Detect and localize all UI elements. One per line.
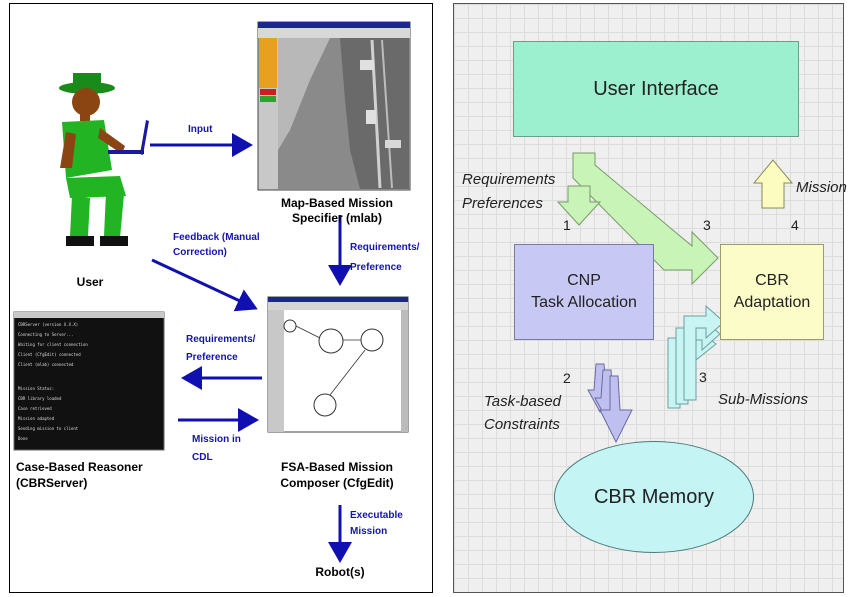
task-constraints-arrow: [599, 375, 633, 444]
sub-missions-label: Sub-Missions: [718, 391, 809, 408]
terminal-line: Client (mlab) connected: [18, 362, 74, 367]
cnp-label-2: Task Allocation: [531, 294, 637, 311]
exec-2-label: Mission: [350, 526, 388, 537]
step-1-label: 1: [563, 217, 571, 233]
fsa-title-label: FSA-Based Mission: [280, 460, 394, 474]
requirements-label: Requirements: [462, 171, 556, 188]
terminal-line: Client (CfgEdit) connected: [18, 352, 81, 357]
mission-cdl-2-label: CDL: [192, 452, 213, 463]
exec-1-label: Executable: [350, 510, 403, 521]
step-2-label: 2: [563, 370, 571, 386]
req-pref-2a-label: Requirements/: [186, 334, 256, 345]
feedback-arrow: [151, 258, 258, 312]
map-screenshot: [257, 21, 411, 191]
feedback-label-1: Feedback (Manual: [173, 232, 260, 243]
fsa-sub-label: Composer (CfgEdit): [280, 476, 394, 490]
mission-label: Mission: [796, 179, 847, 196]
terminal-line: Case retrieved: [18, 406, 52, 411]
cnp-label-1: CNP: [567, 272, 601, 289]
user-figure-icon: [59, 73, 149, 246]
terminal-line: CBR library loaded: [18, 396, 62, 401]
terminal-line: Mission adapted: [18, 416, 55, 421]
terminal-line: Waiting for client connection: [18, 342, 88, 347]
terminal-line: CBRServer (version X.X.X): [18, 322, 78, 327]
map-sub-label: Specifier (mlab): [291, 211, 383, 225]
cbr-title-label: Case-Based Reasoner: [16, 460, 143, 474]
cbr-adaptation-box: CBR Adaptation: [720, 244, 824, 340]
user-label: User: [76, 275, 104, 289]
robots-label: Robot(s): [315, 565, 365, 579]
cbr-terminal-screenshot: [13, 311, 165, 451]
feedback-label-2: Correction): [173, 247, 227, 258]
map-title-label: Map-Based Mission: [280, 196, 394, 210]
mission-arrow: [752, 159, 794, 209]
terminal-line: Sending mission to client: [18, 426, 79, 431]
ui-to-adaptation-arrow: [572, 152, 719, 286]
step-3b-label: 3: [699, 369, 707, 385]
step-4-label: 4: [791, 217, 799, 233]
requirements-arrow: [556, 185, 602, 226]
user-interface-box: User Interface: [513, 41, 799, 137]
cbr-sub-label: (CBRServer): [16, 476, 88, 490]
cbr-memory-ellipse: CBR Memory: [554, 441, 754, 553]
user-interface-label: User Interface: [593, 77, 719, 100]
req-pref-1b-label: Preference: [350, 262, 402, 273]
req-pref-2b-label: Preference: [186, 352, 238, 363]
mission-cdl-1-label: Mission in: [192, 434, 241, 445]
constraints-label: Constraints: [484, 416, 560, 433]
task-based-label: Task-based: [484, 393, 561, 410]
req-pref-1a-label: Requirements/: [350, 242, 420, 253]
terminal-line: Done: [18, 436, 28, 441]
terminal-line: Connecting to Server...: [18, 332, 73, 337]
fsa-screenshot: [267, 296, 409, 433]
terminal-line: Mission Status:: [18, 386, 54, 391]
preferences-label: Preferences: [462, 195, 543, 212]
cbr-memory-label: CBR Memory: [593, 485, 714, 508]
sub-missions-arrow: [683, 304, 725, 401]
step-3a-label: 3: [703, 217, 711, 233]
cbr-adapt-label-2: Adaptation: [733, 294, 811, 311]
cbr-adapt-label-1: CBR: [755, 272, 789, 289]
left-arrows: [150, 133, 352, 563]
cnp-box: CNP Task Allocation: [514, 244, 654, 340]
input-label: Input: [188, 124, 213, 135]
